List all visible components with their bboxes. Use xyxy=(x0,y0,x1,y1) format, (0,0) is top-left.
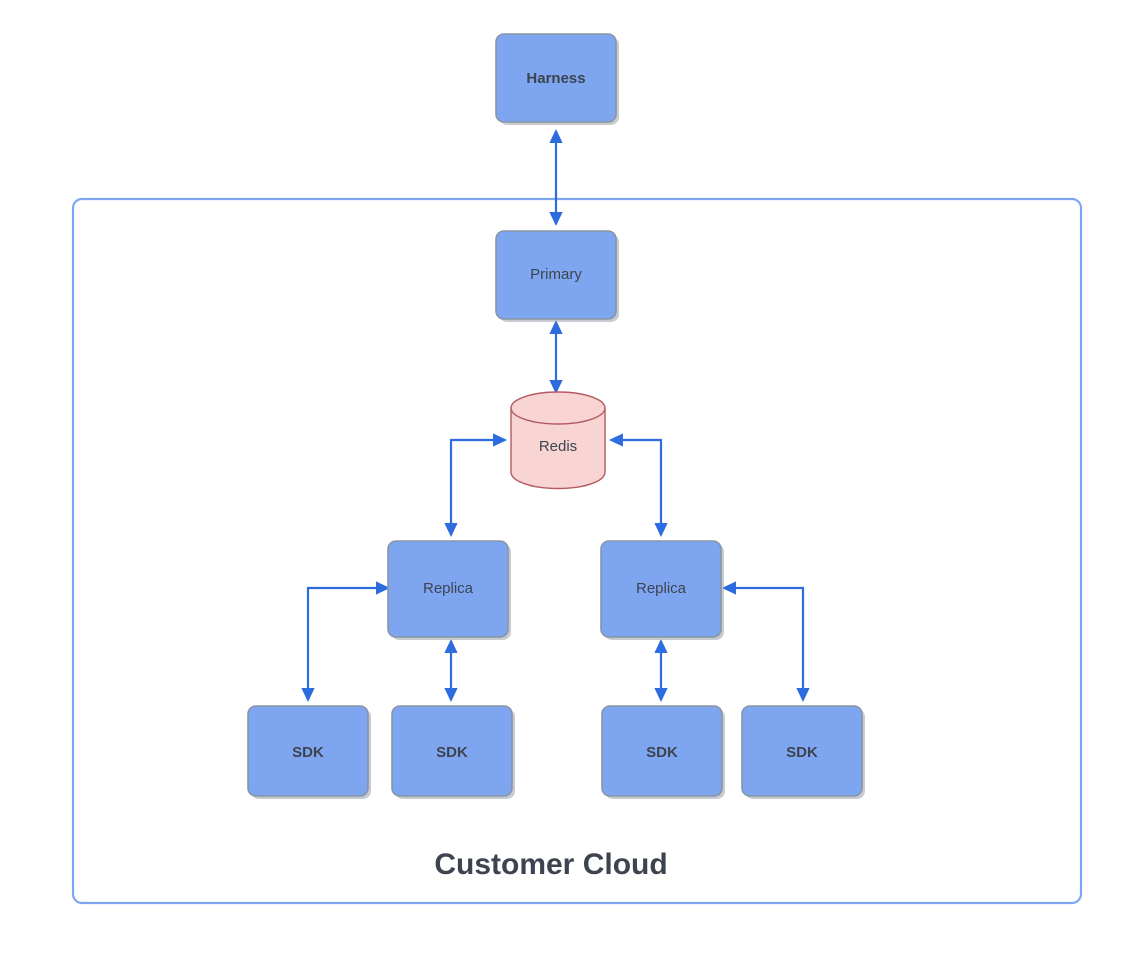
node-harness[interactable]: Harness xyxy=(495,33,619,125)
sdk-3-label: SDK xyxy=(646,744,678,761)
harness-label: Harness xyxy=(526,70,585,87)
group-customer-cloud: Customer Cloud xyxy=(71,197,1083,905)
replica-right-label: Replica xyxy=(636,580,687,597)
node-primary[interactable]: Primary xyxy=(495,230,619,322)
sdk-3-box[interactable] xyxy=(601,705,723,797)
sdk-4-box[interactable] xyxy=(741,705,863,797)
sdk-2-label: SDK xyxy=(436,744,468,761)
redis-cylinder-top xyxy=(510,391,606,425)
primary-box[interactable] xyxy=(495,230,617,320)
edge-redis-replica-right xyxy=(608,433,668,538)
group-border xyxy=(71,197,1083,905)
harness-box[interactable] xyxy=(495,33,617,123)
sdk-1-label: SDK xyxy=(292,744,324,761)
replica-left-label: Replica xyxy=(423,580,474,597)
sdk-2-box[interactable] xyxy=(391,705,513,797)
redis-label: Redis xyxy=(539,438,577,455)
primary-label: Primary xyxy=(530,266,582,283)
node-redis[interactable]: Redis xyxy=(510,391,606,490)
node-sdk-3[interactable]: SDK xyxy=(601,705,725,799)
edge-redis-replica-left xyxy=(444,433,508,538)
node-replica-left[interactable]: Replica xyxy=(387,540,511,640)
node-sdk-4[interactable]: SDK xyxy=(741,705,865,799)
node-sdk-1[interactable]: SDK xyxy=(247,705,371,799)
edge-replica-right-sdk-4 xyxy=(721,581,810,703)
replica-right-box[interactable] xyxy=(600,540,722,638)
group-title-label: Customer Cloud xyxy=(434,848,667,881)
redis-cylinder-body[interactable] xyxy=(510,407,606,490)
node-replica-right[interactable]: Replica xyxy=(600,540,724,640)
edge-replica-left-sdk-1 xyxy=(301,581,391,703)
node-sdk-2[interactable]: SDK xyxy=(391,705,515,799)
replica-left-box[interactable] xyxy=(387,540,509,638)
sdk-1-box[interactable] xyxy=(247,705,369,797)
sdk-4-label: SDK xyxy=(786,744,818,761)
